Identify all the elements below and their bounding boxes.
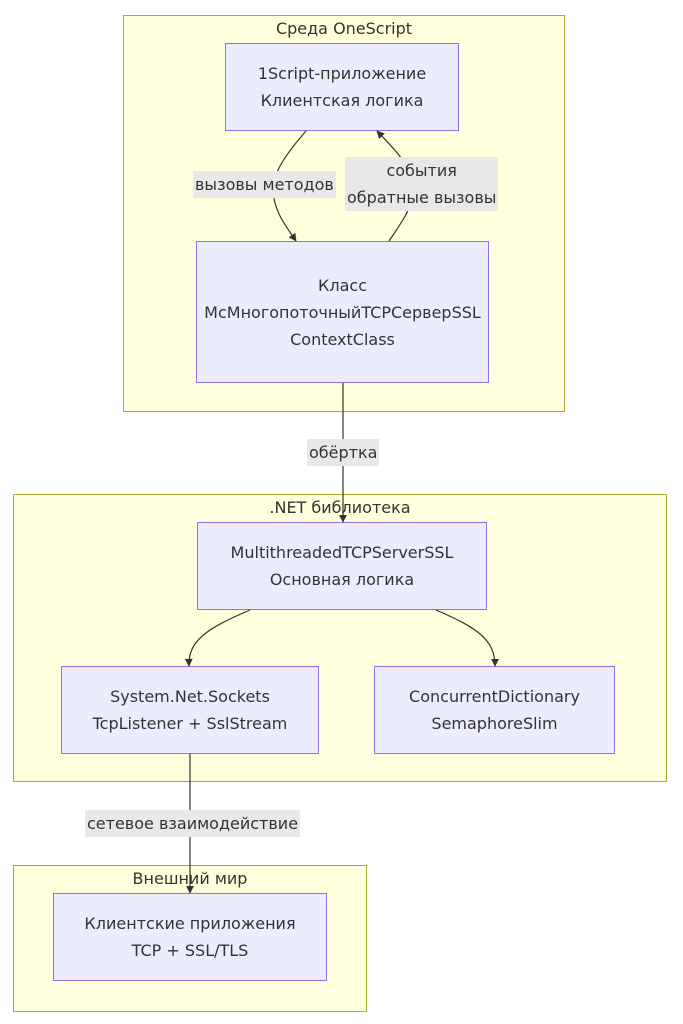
edge-label-events-line-2: обратные вызовы xyxy=(347,188,497,207)
node-system-net-sockets-line-2: TcpListener + SslStream xyxy=(92,714,288,733)
node-concurrency: ConcurrentDictionary SemaphoreSlim xyxy=(374,666,615,754)
cluster-title-dotnet: .NET библиотека xyxy=(269,498,411,517)
node-context-class-line-1: Класс xyxy=(318,275,367,295)
edge-label-wrapper-line-1: обёртка xyxy=(309,443,378,462)
node-concurrency-line-1: ConcurrentDictionary xyxy=(409,687,580,706)
node-core-server: MultithreadedTCPServerSSL Основная логик… xyxy=(197,522,487,610)
node-client-apps: Клиентские приложения TCP + SSL/TLS xyxy=(53,893,327,981)
node-onescript-app: 1Script-приложение Клиентская логика xyxy=(225,43,459,131)
node-system-net-sockets: System.Net.Sockets TcpListener + SslStre… xyxy=(61,666,319,754)
node-context-class-line-3: ContextClass xyxy=(290,329,395,349)
node-onescript-app-line-1: 1Script-приложение xyxy=(257,64,427,83)
edge-label-events-line-1: события xyxy=(386,161,457,180)
node-core-server-line-1: MultithreadedTCPServerSSL xyxy=(230,543,454,562)
cluster-title-external: Внешний мир xyxy=(132,869,248,888)
edge-label-network-line-1: сетевое взаимодействие xyxy=(87,814,299,833)
edge-label-events: события обратные вызовы xyxy=(345,157,499,211)
cluster-title-onescript: Среда OneScript xyxy=(275,19,413,38)
node-system-net-sockets-line-1: System.Net.Sockets xyxy=(110,687,270,706)
edge-label-wrapper: обёртка xyxy=(307,439,380,466)
node-core-server-line-2: Основная логика xyxy=(269,570,415,589)
edge-label-method-calls: вызовы методов xyxy=(193,171,336,198)
edge-label-network: сетевое взаимодействие xyxy=(85,810,301,837)
node-client-apps-line-2: TCP + SSL/TLS xyxy=(131,941,249,960)
node-context-class: Класс МсМногопоточныйTCPСерверSSL Contex… xyxy=(196,241,489,383)
node-concurrency-line-2: SemaphoreSlim xyxy=(431,714,558,733)
node-client-apps-line-1: Клиентские приложения xyxy=(84,914,296,933)
node-context-class-line-2: МсМногопоточныйTCPСерверSSL xyxy=(204,302,481,322)
edge-label-method-calls-line-1: вызовы методов xyxy=(195,175,334,194)
node-onescript-app-line-2: Клиентская логика xyxy=(260,91,424,110)
